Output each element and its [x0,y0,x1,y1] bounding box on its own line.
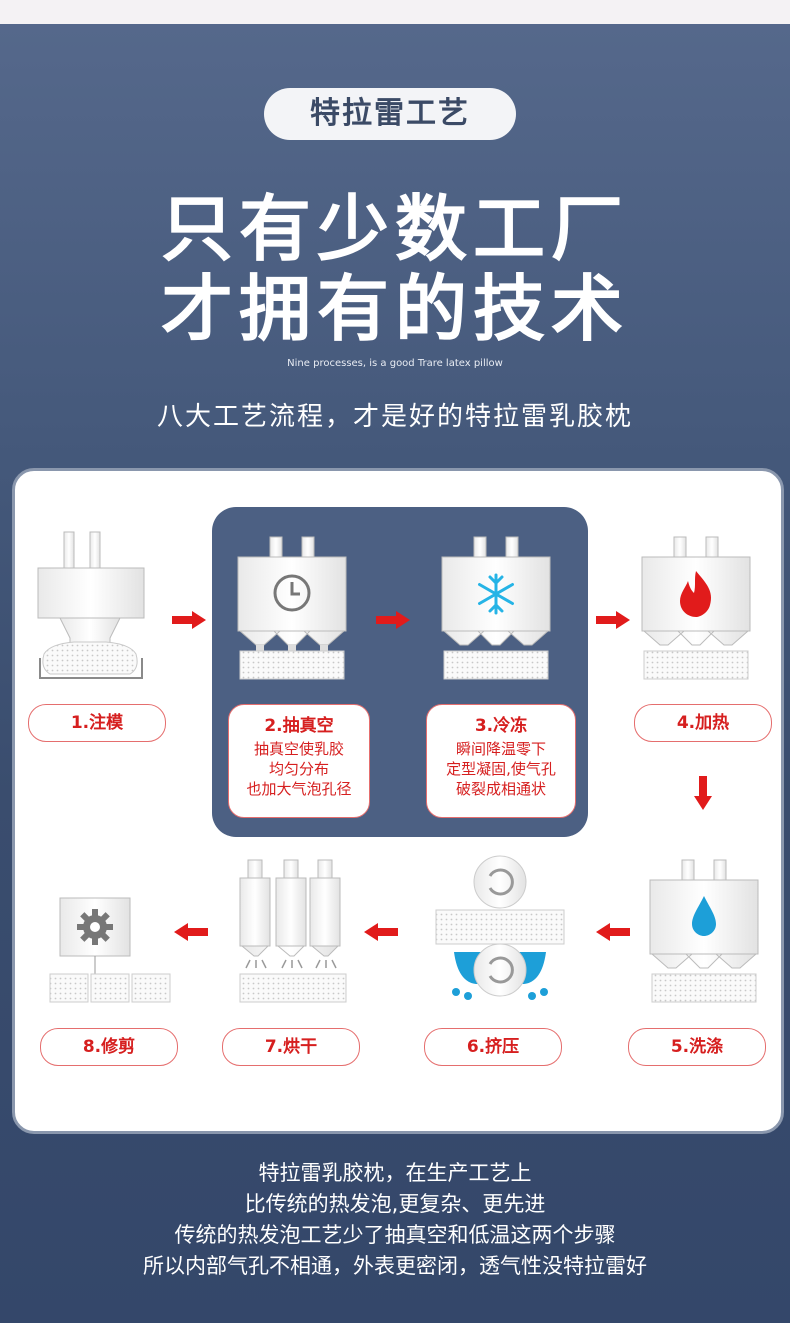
arrow-left-icon [364,923,398,941]
top-strip [0,0,790,24]
step-2-desc-1: 抽真空使乳胶 [253,740,344,758]
injection-mold-icon [37,531,145,679]
step-2-desc-3: 也加大气泡孔径 [246,780,352,798]
freezer-machine-icon [441,536,551,680]
heating-machine-icon [641,536,751,680]
snowflake-icon [478,573,514,615]
step-2-desc-2: 均匀分布 [268,760,329,778]
subtitle: 八大工艺流程，才是好的特拉雷乳胶枕 [156,402,633,432]
step-3-desc-3: 破裂成相通状 [455,780,546,798]
trimming-machine-icon [49,897,171,1003]
step-2-card: 2.抽真空 抽真空使乳胶 均匀分布 也加大气泡孔径 [228,704,370,818]
bottom-description: 特拉雷乳胶枕，在生产工艺上 比传统的热发泡,更复杂、更先进 传统的热发泡工艺少了… [0,1158,790,1282]
step-1-label: 1.注模 [28,704,166,742]
step-4-label: 4.加热 [634,704,772,742]
step-7-label: 7.烘干 [222,1028,360,1066]
flame-icon [680,571,712,617]
badge-title: 特拉雷工艺 [264,88,516,140]
vacuum-machine-icon [237,536,347,680]
rotate-icon [488,868,514,896]
gear-icon [77,909,113,945]
bottom-line-1: 特拉雷乳胶枕，在生产工艺上 [258,1161,532,1185]
bottom-line-3: 传统的热发泡工艺少了抽真空和低温这两个步骤 [174,1223,616,1247]
arrow-left-icon [174,923,208,941]
step-2-label: 2.抽真空 [264,716,334,736]
clock-icon [273,574,311,612]
step-3-label: 3.冷冻 [474,716,528,736]
headline-line-1: 只有少数工厂 [160,187,629,271]
english-caption: Nine processes, is a good Trare latex pi… [287,358,503,369]
step-3-desc-2: 定型凝固,使气孔 [446,760,556,778]
headline-line-2: 才拥有的技术 [160,267,629,351]
step-3-card: 3.冷冻 瞬间降温零下 定型凝固,使气孔 破裂成相通状 [426,704,576,818]
water-drop-icon [692,896,716,936]
bottom-line-2: 比传统的热发泡,更复杂、更先进 [244,1192,546,1216]
arrow-right-icon [376,611,410,629]
arrow-right-icon [596,611,630,629]
dryer-icon [239,859,347,1003]
arrow-right-icon [172,611,206,629]
bottom-line-4: 所以内部气孔不相通，外表更密闭，透气性没特拉雷好 [143,1254,647,1278]
step-5-label: 5.洗涤 [628,1028,766,1066]
step-8-label: 8.修剪 [40,1028,178,1066]
washing-machine-icon [649,859,759,1003]
step-6-label: 6.挤压 [424,1028,562,1066]
arrow-left-icon [596,923,630,941]
step-3-desc-1: 瞬间降温零下 [455,740,546,758]
roller-press-icon [435,855,565,1000]
arrow-down-icon [694,776,712,810]
